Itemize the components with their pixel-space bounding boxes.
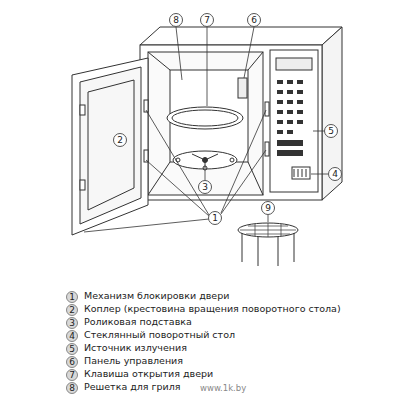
callout-number: 2 (113, 133, 127, 147)
callout-text: 2 (69, 306, 75, 315)
callout-text: 5 (69, 345, 75, 354)
callout-text: 8 (173, 16, 179, 25)
legend-number: 7 (66, 369, 78, 381)
legend-number: 3 (66, 317, 78, 329)
callout-text: 5 (328, 127, 334, 136)
callout-text: 9 (265, 204, 271, 213)
callout-text: 1 (69, 293, 75, 302)
callout-text: 7 (69, 371, 75, 380)
callout-number: 1 (208, 211, 222, 225)
part-name: Стеклянный поворотный стол (84, 330, 235, 340)
legend-number: 4 (66, 330, 78, 342)
callout-number: 3 (198, 180, 212, 194)
callout-number: 9 (261, 201, 275, 215)
legend-number: 6 (66, 356, 78, 368)
callout-text: 1 (212, 214, 218, 223)
legend-number: 1 (66, 291, 78, 303)
legend-number: 2 (66, 304, 78, 316)
callout-text: 3 (202, 183, 208, 192)
callout-text: 7 (204, 16, 210, 25)
callout-number: 5 (324, 124, 338, 138)
callout-text: 8 (69, 384, 75, 393)
part-name: Механизм блокировки двери (84, 291, 229, 301)
part-name: Панель управления (84, 356, 183, 366)
part-name: Клавиша открытия двери (84, 369, 213, 379)
part-name: Роликовая подставка (84, 317, 192, 327)
callout-text: 6 (69, 358, 75, 367)
callout-text: 4 (332, 170, 338, 179)
callout-number: 8 (169, 13, 183, 27)
part-name: Решетка для гриля (84, 382, 181, 392)
watermark: www.1k.by (200, 384, 246, 393)
callout-number: 6 (247, 13, 261, 27)
callout-text: 6 (251, 16, 257, 25)
callout-number: 4 (328, 167, 342, 181)
callout-number: 7 (200, 13, 214, 27)
legend-number: 5 (66, 343, 78, 355)
callout-text: 2 (117, 136, 123, 145)
callout-text: 4 (69, 332, 75, 341)
callout-text: 3 (69, 319, 75, 328)
part-name: Коплер (крестовина вращения поворотного … (84, 304, 341, 314)
legend-number: 8 (66, 382, 78, 394)
part-name: Источник излучения (84, 343, 187, 353)
